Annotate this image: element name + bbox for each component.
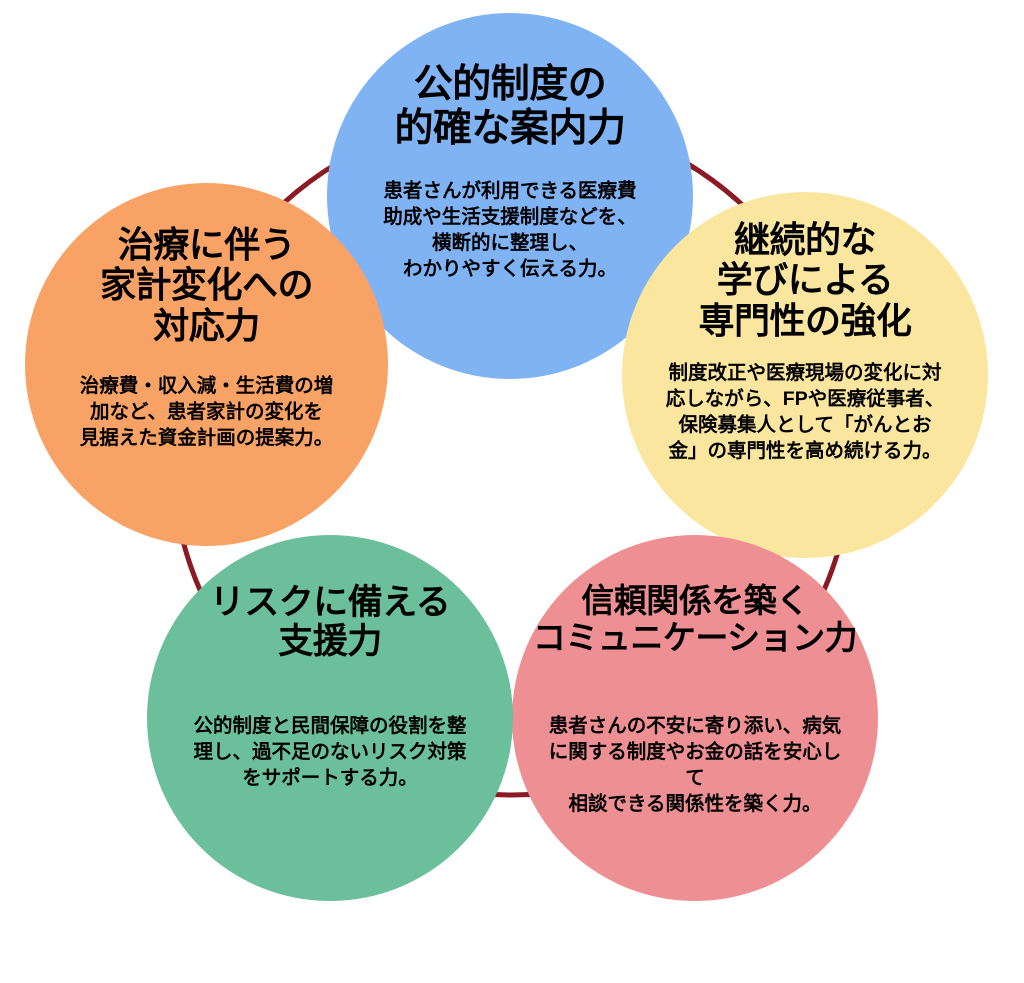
node-trust-communication-title: 信頼関係を築く コミュニケーション力 [532, 582, 858, 656]
node-continuous-learning-body: 制度改正や医療現場の変化に対応しながら、FPや医療従事者、保険募集人として「がん… [665, 362, 945, 463]
node-risk-support-body: 公的制度と民間保障の役割を整理し、過不足のないリスク対策をサポートする力。 [193, 715, 467, 790]
node-risk-support[interactable]: リスクに備える 支援力 公的制度と民間保障の役割を整理し、過不足のないリスク対策… [147, 535, 513, 901]
node-household-change-title: 治療に伴う 家計変化への 対応力 [99, 224, 314, 346]
node-trust-communication[interactable]: 信頼関係を築く コミュニケーション力 患者さんの不安に寄り添い、病気 に関する制… [512, 535, 878, 901]
node-continuous-learning[interactable]: 継続的な 学びによる 専門性の強化 制度改正や医療現場の変化に対応しながら、FP… [622, 192, 988, 558]
node-household-change-body: 治療費・収入減・生活費の増 加など、患者家計の変化を 見据えた資金計画の提案力。 [79, 375, 334, 450]
node-household-change[interactable]: 治療に伴う 家計変化への 対応力 治療費・収入減・生活費の増 加など、患者家計の… [25, 183, 388, 546]
node-continuous-learning-title: 継続的な 学びによる 専門性の強化 [698, 219, 912, 341]
node-risk-support-title: リスクに備える 支援力 [209, 583, 451, 662]
node-trust-communication-body: 患者さんの不安に寄り添い、病気 に関する制度やお金の話を安心して 相談できる関係… [548, 715, 842, 816]
node-public-system-title: 公的制度の 的確な案内力 [394, 63, 626, 150]
